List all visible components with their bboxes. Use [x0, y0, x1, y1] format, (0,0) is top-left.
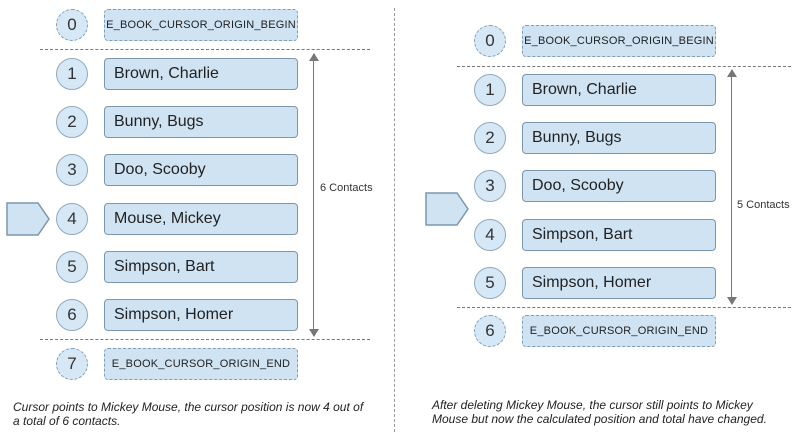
count-bracket	[309, 53, 319, 337]
end-node: E_BOOK_CURSOR_ORIGIN_END	[104, 348, 298, 380]
contact-node: Doo, Scooby	[104, 154, 298, 186]
contact-index: 3	[56, 154, 88, 186]
contact-index: 3	[474, 170, 506, 202]
arrow-up-icon	[309, 53, 319, 61]
panel-divider	[394, 8, 395, 432]
right-panel: 0 E_BOOK_CURSOR_ORIGIN_BEGIN 1 Brown, Ch…	[395, 0, 800, 436]
contact-node: Brown, Charlie	[522, 74, 716, 106]
caption-line: Mouse but now the calculated position an…	[432, 412, 767, 426]
caption-line: a total of 6 contacts.	[13, 414, 121, 428]
contact-index: 5	[56, 251, 88, 283]
contact-node: Simpson, Bart	[104, 251, 298, 283]
count-label: 5 Contacts	[737, 199, 790, 211]
contact-index: 4	[56, 203, 88, 235]
begin-separator	[457, 66, 791, 67]
contact-index: 1	[56, 58, 88, 90]
caption: Cursor points to Mickey Mouse, the curso…	[13, 400, 363, 428]
contact-index: 2	[474, 122, 506, 154]
contact-node: Simpson, Homer	[104, 299, 298, 331]
begin-node: E_BOOK_CURSOR_ORIGIN_BEGIN	[522, 25, 716, 57]
begin-node: E_BOOK_CURSOR_ORIGIN_BEGIN	[104, 9, 298, 41]
contact-index: 1	[474, 74, 506, 106]
arrow-down-icon	[727, 297, 737, 305]
end-separator	[457, 307, 791, 308]
contact-node: Brown, Charlie	[104, 58, 298, 90]
begin-separator	[40, 49, 370, 50]
end-node: E_BOOK_CURSOR_ORIGIN_END	[522, 315, 716, 347]
arrow-up-icon	[727, 69, 737, 77]
left-panel: 0 E_BOOK_CURSOR_ORIGIN_BEGIN 1 Brown, Ch…	[0, 0, 394, 436]
end-separator	[40, 339, 370, 340]
contact-node: Doo, Scooby	[522, 170, 716, 202]
cursor-pointer-icon	[425, 192, 469, 231]
contact-node: Bunny, Bugs	[522, 122, 716, 154]
count-label: 6 Contacts	[320, 182, 373, 194]
contact-node: Simpson, Homer	[522, 267, 716, 299]
contact-index: 6	[56, 299, 88, 331]
count-bracket	[727, 69, 737, 305]
caption-line: Cursor points to Mickey Mouse, the curso…	[13, 400, 364, 414]
arrow-down-icon	[309, 329, 319, 337]
end-index: 6	[474, 315, 506, 347]
caption-line: After deleting Mickey Mouse, the cursor …	[432, 398, 753, 412]
contact-index: 5	[474, 267, 506, 299]
contact-node: Mouse, Mickey	[104, 203, 298, 235]
contact-index: 2	[56, 106, 88, 138]
begin-index: 0	[474, 25, 506, 57]
contact-node: Bunny, Bugs	[104, 106, 298, 138]
caption: After deleting Mickey Mouse, the cursor …	[432, 398, 767, 426]
contact-node: Simpson, Bart	[522, 219, 716, 251]
cursor-pointer-icon	[6, 202, 50, 241]
end-index: 7	[56, 348, 88, 380]
begin-index: 0	[56, 9, 88, 41]
contact-index: 4	[474, 219, 506, 251]
